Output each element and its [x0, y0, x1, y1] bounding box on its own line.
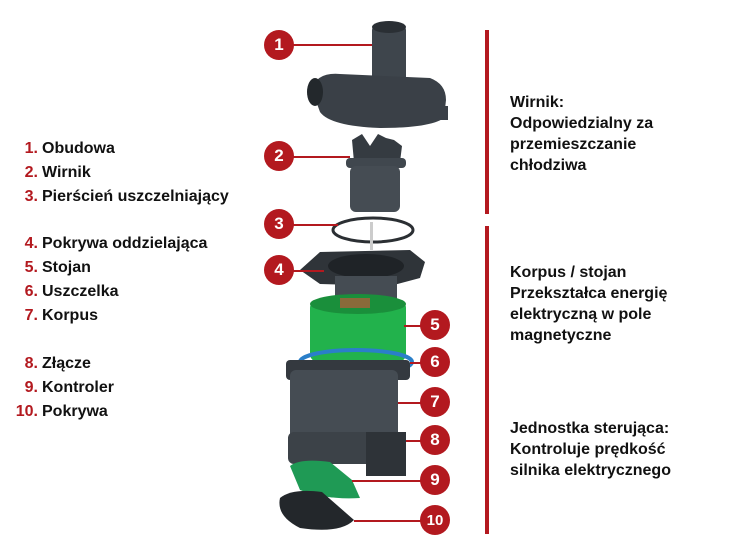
badge-1: 1: [264, 30, 294, 60]
legend-item-kontroler: 9.Kontroler: [24, 379, 114, 396]
section-bar-stator: [485, 226, 489, 370]
badge-9: 9: [420, 465, 450, 495]
legend-item-zlacze: 8.Złącze: [24, 355, 91, 372]
legend-item-pokrywa-oddzielajaca: 4.Pokrywa oddzielająca: [24, 235, 208, 252]
legend-item-obudowa: 1.Obudowa: [24, 140, 115, 157]
connector-part: [366, 432, 406, 476]
legend-item-pierscien: 3.Pierścień uszczelniający: [24, 188, 229, 205]
section-bar-control: [485, 370, 489, 534]
housing-part: [307, 21, 448, 128]
leader-line-6: [410, 362, 422, 364]
description-control-unit: Jednostka sterująca: Kontroluje prędkość…: [510, 420, 671, 479]
legend-item-korpus: 7.Korpus: [24, 307, 98, 324]
legend-item-pokrywa: 10.Pokrywa: [15, 403, 108, 420]
leader-line-9: [352, 480, 422, 482]
badge-8: 8: [420, 425, 450, 455]
legend-item-wirnik: 2.Wirnik: [24, 164, 91, 181]
badge-10: 10: [420, 505, 450, 535]
leader-line-2: [292, 156, 350, 158]
leader-line-5: [404, 325, 422, 327]
impeller-part: [346, 134, 406, 212]
badge-7: 7: [420, 387, 450, 417]
leader-line-10: [354, 520, 422, 522]
badge-6: 6: [420, 347, 450, 377]
description-impeller: Wirnik: Odpowiedzialny za przemieszczani…: [510, 94, 654, 174]
badge-4: 4: [264, 255, 294, 285]
description-stator: Korpus / stojan Przekształca energię ele…: [510, 264, 668, 344]
leader-line-8: [406, 440, 422, 442]
leader-line-7: [398, 402, 422, 404]
badge-5: 5: [420, 310, 450, 340]
leader-line-4: [292, 270, 324, 272]
legend-item-uszczelka: 6.Uszczelka: [24, 283, 119, 300]
leader-line-3: [292, 224, 338, 226]
section-bar-impeller: [485, 30, 489, 214]
controller-pcb-part: [290, 460, 360, 499]
badge-2: 2: [264, 141, 294, 171]
bottom-cover-part: [279, 490, 354, 530]
leader-line-1: [292, 44, 372, 46]
legend-item-stojan: 5.Stojan: [24, 259, 91, 276]
stator-part: [310, 276, 406, 362]
badge-3: 3: [264, 209, 294, 239]
